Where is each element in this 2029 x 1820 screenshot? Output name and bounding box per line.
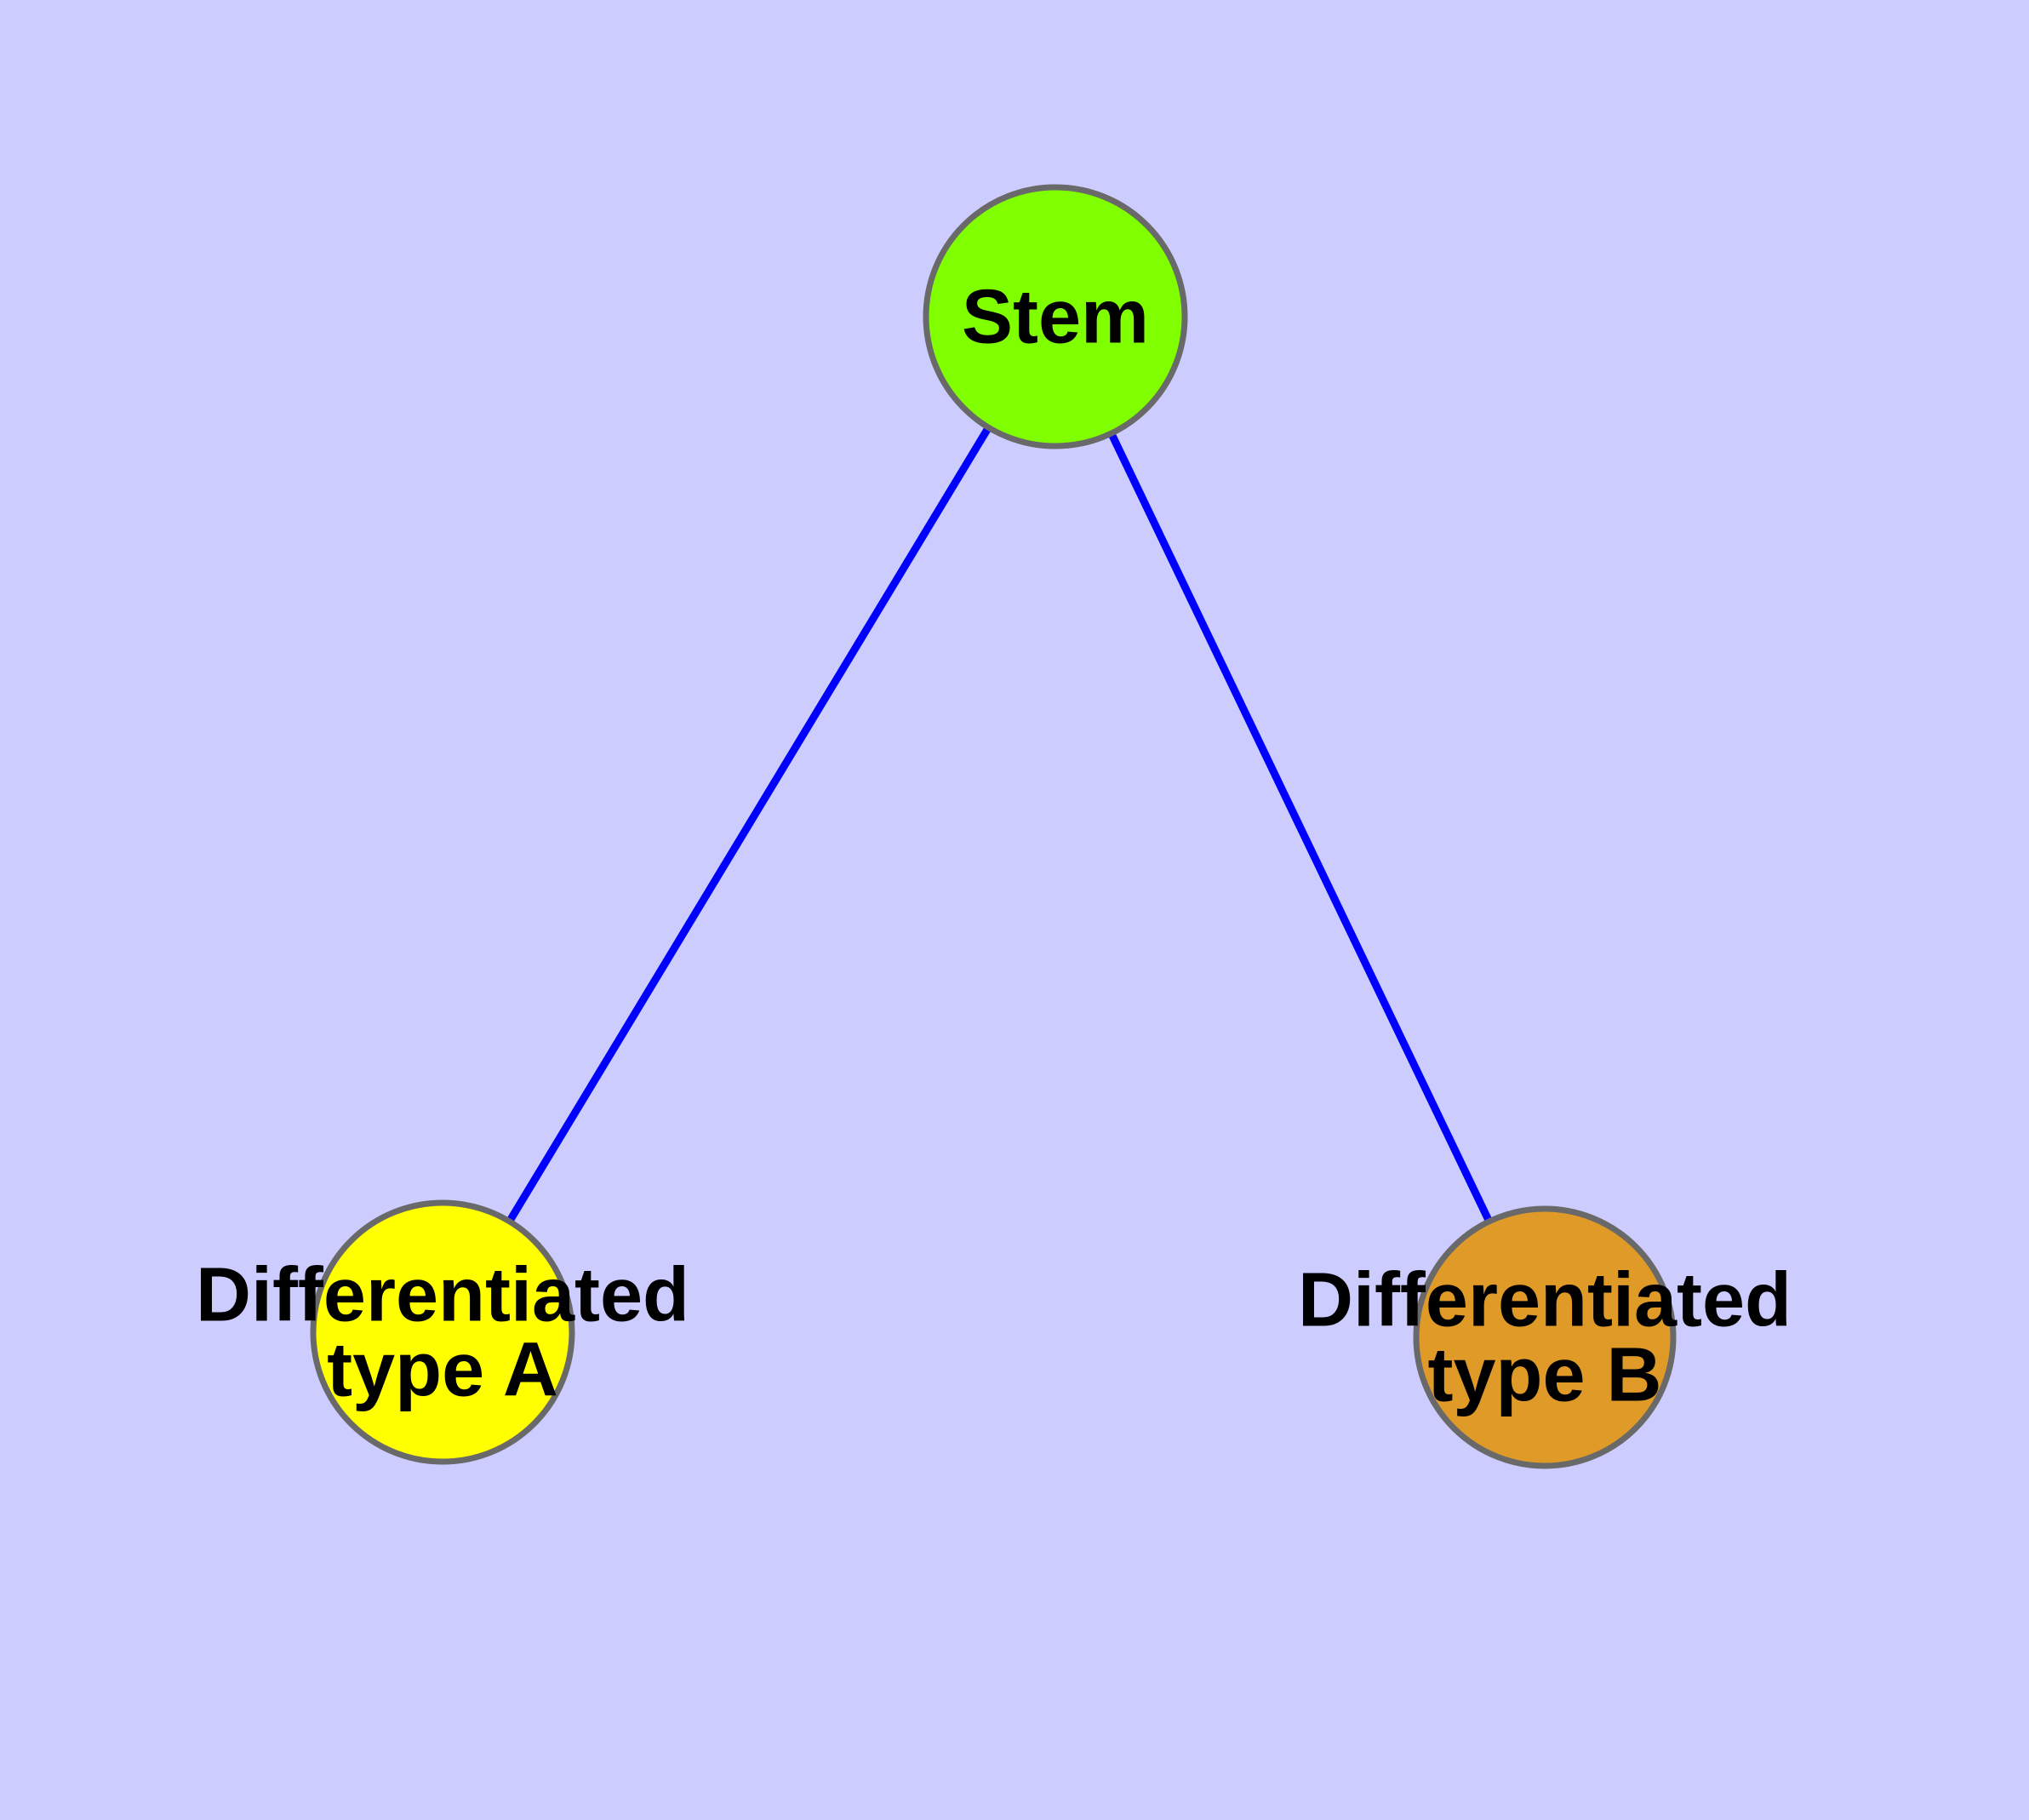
graph-node-stem[interactable] xyxy=(923,184,1188,449)
graph-edge-stem-to-diff-b[interactable] xyxy=(1106,428,1495,1227)
edges-group xyxy=(504,422,1495,1227)
nodes-group xyxy=(310,184,1677,1469)
node-label-line: type B xyxy=(1427,1333,1661,1418)
node-label-line: Differentiated xyxy=(196,1253,689,1338)
graph-node-diff-b[interactable] xyxy=(1413,1205,1677,1469)
node-label-line: type A xyxy=(327,1328,558,1413)
graph-node-diff-a[interactable] xyxy=(310,1199,575,1465)
graph-edge-stem-to-diff-a[interactable] xyxy=(504,422,994,1227)
node-label-line: Stem xyxy=(962,275,1149,360)
node-label-line: Differentiated xyxy=(1298,1258,1792,1343)
node-label-stem: Stem xyxy=(962,275,1149,360)
